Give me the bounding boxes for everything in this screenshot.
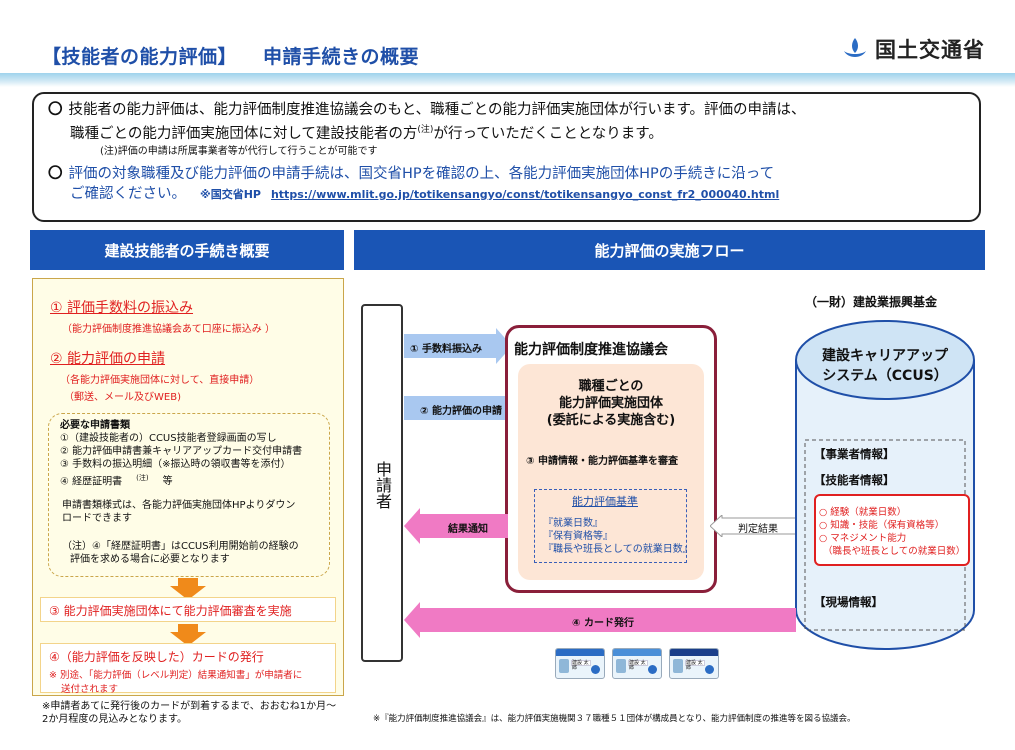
skill-3: ○ マネジメント能力	[819, 533, 907, 544]
header-gradient-bar	[0, 73, 1015, 87]
mlit-logo-icon	[844, 38, 866, 57]
doc-item-3: ③ 手数料の振込明細（※振込時の領収書等を添付）	[60, 459, 291, 470]
skill-1: ○ 経験（就業日数）	[819, 507, 907, 518]
fee-arrow-label: ① 手数料振込み	[410, 344, 482, 355]
docs-title: 必要な申請書類	[60, 420, 130, 431]
ccus-line2: システム（CCUS）	[822, 368, 948, 384]
step4-box: ④（能力評価を反映した）カードの発行 ※ 別途、「能力評価（レベル判定）結果通知…	[40, 643, 336, 695]
card-name: 建設 太郎	[628, 660, 648, 671]
notice-box: 〇技能者の能力評価は、能力評価制度推進協議会のもと、職種ごとの能力評価実施団体が…	[32, 92, 981, 222]
logo-text: 国土交通省	[875, 38, 985, 62]
skill-info-box	[814, 494, 970, 566]
notice-p2-line1: 〇評価の対象職種及び能力評価の申請手続は、国交省HPを確認の上、各能力評価実施団…	[48, 164, 965, 184]
result-arrow	[404, 508, 508, 544]
applicant-box: 申請者	[361, 304, 403, 662]
notice-p2-line2: ご確認ください。 ※国交省HP https://www.mlit.go.jp/tot…	[70, 184, 965, 205]
required-documents-box	[48, 413, 330, 577]
notice-p1-line2: 職種ごとの能力評価実施団体に対して建設技能者の方(注)が行っていただくこととなり…	[70, 120, 965, 144]
flow-footnote: ※『能力評価制度推進協議会』は、能力評価実施機関３７職種５１団体が構成員となり、…	[373, 714, 856, 724]
down-arrow-shaft	[178, 578, 198, 586]
bullet-mark: 〇	[48, 165, 63, 182]
ccus-card-image: 建設 太郎	[555, 648, 605, 679]
step4-title: ④（能力評価を反映した）カードの発行	[49, 650, 264, 664]
foundation-label: （一財）建設業振興基金	[805, 295, 938, 309]
skill-4: （職長や班長としての就業日数）	[823, 546, 966, 557]
body-line3: (委託による実施含む)	[546, 413, 676, 428]
doc-item-1: ①（建設技能者の）CCUS技能者登録画面の写し	[60, 433, 277, 444]
standards-box	[534, 489, 687, 563]
body-line1: 職種ごとの	[578, 379, 644, 394]
card-name: 建設 太郎	[685, 660, 705, 671]
left-section-heading: 建設技能者の手続き概要	[30, 230, 344, 270]
applicant-label: 申請者	[373, 461, 392, 509]
card-issue-arrow	[404, 602, 796, 638]
left-footnote: ※申請者あてに発行後のカードが到着するまで、おおむね1か月～2か月程度の見込みと…	[42, 701, 337, 725]
standard-3: 『職長や班長としての就業日数』	[543, 544, 693, 555]
mlit-link[interactable]: ※国交省HP https://www.mlit.go.jp/totikensang…	[200, 188, 779, 201]
step2-sub1: （各能力評価実施団体に対して、直接申請）	[60, 375, 260, 386]
card-name: 建設 太郎	[571, 660, 591, 671]
notice-text: 技能者の能力評価は、能力評価制度推進協議会のもと、職種ごとの能力評価実施団体が行…	[68, 102, 806, 118]
ccus-card-image: 建設 太郎	[612, 648, 662, 679]
docs-download-1: 申請書類様式は、各能力評価実施団体HPよりダウン	[62, 500, 296, 511]
down-arrow-shaft	[178, 624, 198, 632]
step4-sub2: 送付されます	[61, 684, 119, 695]
right-section-heading: 能力評価の実施フロー	[354, 230, 985, 270]
page-title: 【技能者の能力評価】 申請手続きの概要	[42, 42, 419, 69]
note-superscript: (注)	[417, 125, 434, 135]
step1-sub: （能力評価制度推進協議会あて口座に振込み ）	[62, 324, 275, 335]
doc4-suffix: 等	[162, 476, 173, 488]
mlit-logo: 国土交通省	[841, 34, 985, 64]
notice-text: 職種ごとの能力評価実施団体に対して建設技能者の方	[70, 125, 418, 142]
docs-note-2: 評価を求める場合に必要となります	[70, 554, 230, 565]
title-part1: 【技能者の能力評価】	[42, 46, 238, 68]
step2-title: ② 能力評価の申請	[50, 351, 166, 367]
bullet-mark: 〇	[48, 102, 63, 118]
evaluation-body-box	[518, 364, 704, 580]
notice-p1-note: (注)評価の申請は所属事業者等が代行して行うことが可能です	[100, 145, 378, 157]
standard-2: 『保有資格等』	[543, 531, 613, 542]
link-label: ※国交省HP	[200, 187, 261, 201]
business-info: 【事業者情報】	[814, 447, 895, 461]
step2-sub2: （郵送、メール及びWEB)	[64, 392, 181, 403]
docs-download-2: ロードできます	[62, 513, 132, 524]
notice-text: ご確認ください。	[70, 185, 186, 202]
doc4-text: ④ 経歴証明書	[60, 476, 123, 488]
ccus-line1: 建設キャリアアップ	[822, 348, 948, 364]
standards-title: 能力評価基準	[572, 495, 638, 508]
link-url[interactable]: https://www.mlit.go.jp/totikensangyo/con…	[270, 187, 780, 201]
doc-item-4: ④ 経歴証明書 (注) 等	[60, 472, 173, 489]
card-issue-arrow-label: ④ カード発行	[572, 618, 634, 629]
review-label: ③ 申請情報・能力評価基準を審査	[526, 456, 678, 467]
step4-sub1: ※ 別途、「能力評価（レベル判定）結果通知書」が申請者に	[49, 670, 303, 681]
note-superscript: (注)	[136, 474, 149, 482]
down-arrow	[170, 632, 206, 646]
body-line2: 能力評価実施団体	[558, 396, 663, 411]
step1-title: ① 評価手数料の振込み	[50, 300, 194, 316]
technician-info: 【技能者情報】	[814, 473, 895, 487]
ccus-card-image: 建設 太郎	[669, 648, 719, 679]
docs-note-1: （注）④「経歴証明書」はCCUS利用開始前の経験の	[62, 541, 299, 552]
application-arrow-label: ② 能力評価の申請	[420, 406, 502, 417]
doc-item-2: ② 能力評価申請書兼キャリアアップカード交付申請書	[60, 446, 303, 457]
notice-text: が行っていただくこととなります。	[433, 125, 663, 142]
title-part2: 申請手続きの概要	[263, 46, 420, 68]
down-arrow	[170, 586, 206, 600]
skill-2: ○ 知識・技能（保有資格等）	[819, 520, 945, 531]
result-arrow-label: 結果通知	[448, 524, 488, 535]
council-title: 能力評価制度推進協議会	[514, 342, 668, 358]
standard-1: 『就業日数』	[543, 518, 603, 529]
notice-text: 評価の対象職種及び能力評価の申請手続は、国交省HPを確認の上、各能力評価実施団体…	[68, 165, 775, 182]
notice-p1-line1: 〇技能者の能力評価は、能力評価制度推進協議会のもと、職種ごとの能力評価実施団体が…	[48, 100, 965, 120]
judgement-arrow-label: 判定結果	[738, 524, 778, 535]
site-info: 【現場情報】	[814, 595, 883, 609]
step3-box: ③ 能力評価実施団体にて能力評価審査を実施	[40, 597, 336, 622]
judgement-arrow	[710, 515, 798, 537]
